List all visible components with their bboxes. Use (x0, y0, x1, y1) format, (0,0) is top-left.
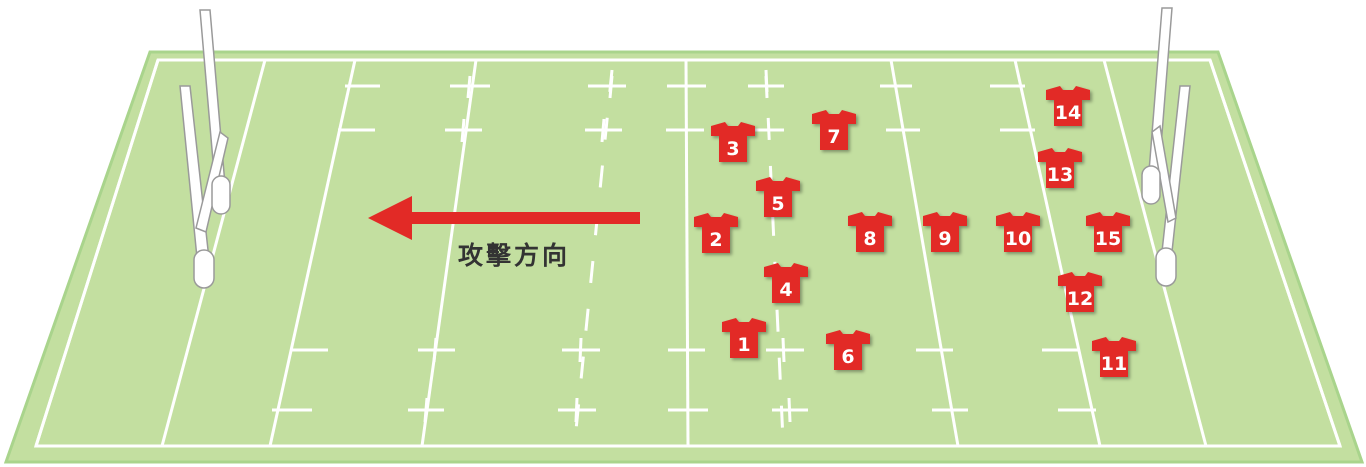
attack-direction-caption: 攻擊方向 (458, 241, 570, 270)
jersey-number: 11 (1101, 353, 1127, 375)
jersey-shape (812, 110, 856, 150)
player-jersey-6: 6 (826, 330, 870, 370)
player-jersey-10: 10 (996, 212, 1040, 252)
jersey-number: 5 (771, 193, 784, 215)
line-22-left (268, 59, 357, 447)
player-jersey-9: 9 (923, 212, 967, 252)
jersey-shape (756, 177, 800, 217)
dead-ball-line-right (1208, 59, 1342, 447)
halfway-line (684, 59, 690, 447)
jersey-number: 14 (1055, 102, 1081, 124)
jersey-shape (711, 122, 755, 162)
jersey-number: 10 (1005, 228, 1031, 250)
jersey-shape (722, 318, 766, 358)
hash-mark (764, 75, 769, 99)
jersey-shape (826, 330, 870, 370)
jersey-number: 12 (1067, 288, 1093, 310)
dashed-line-center (764, 69, 785, 441)
jersey-number: 7 (827, 126, 840, 148)
jersey-number: 4 (779, 279, 792, 301)
player-jersey-1: 1 (722, 318, 766, 358)
hash-mark (608, 75, 614, 99)
player-jersey-12: 12 (1058, 272, 1102, 312)
jersey-number: 1 (737, 334, 750, 356)
jersey-number: 9 (938, 228, 951, 250)
goal-posts-right (1141, 7, 1191, 287)
jersey-shape (694, 213, 738, 253)
dashed-lines (573, 69, 785, 441)
player-jersey-7: 7 (812, 110, 856, 150)
line-22-right (1013, 59, 1102, 447)
player-jersey-5: 5 (756, 177, 800, 217)
player-jersey-4: 4 (764, 263, 808, 303)
player-jersey-11: 11 (1092, 337, 1136, 377)
dead-ball-line-left (34, 59, 160, 447)
jersey-shape (1046, 86, 1090, 126)
player-jersey-13: 13 (1038, 148, 1082, 188)
jersey-number: 15 (1095, 228, 1121, 250)
jersey-shape (764, 263, 808, 303)
player-jersey-14: 14 (1046, 86, 1090, 126)
hash-mark (432, 337, 438, 363)
jersey-shape (1086, 212, 1130, 252)
jersey-shape (923, 212, 967, 252)
hash-mark (781, 337, 786, 363)
goal-posts-left (179, 9, 231, 289)
dashed-line-left (573, 69, 614, 441)
jersey-shape (1038, 148, 1082, 188)
hash-mark (787, 397, 792, 423)
field-lines (33, 58, 1343, 448)
jersey-number: 8 (863, 228, 876, 250)
hash-mark (423, 397, 429, 423)
jersey-number: 3 (726, 138, 739, 160)
jersey-shape (996, 212, 1040, 252)
hash-mark (460, 118, 466, 143)
jersey-number: 2 (709, 229, 722, 251)
hash-mark (578, 337, 583, 363)
try-line-right (1102, 59, 1208, 447)
jersey-shape (1092, 337, 1136, 377)
jersey-number: 13 (1047, 164, 1073, 186)
try-line-left (160, 59, 267, 447)
line-10-left (420, 59, 478, 447)
jersey-shape (848, 212, 892, 252)
hash-marks (272, 75, 1096, 423)
field-surface (3, 50, 1365, 464)
attack-direction-arrow (368, 196, 640, 240)
player-jersey-3: 3 (711, 122, 755, 162)
player-jersey-2: 2 (694, 213, 738, 253)
line-10-right (889, 59, 960, 447)
jersey-shape (1058, 272, 1102, 312)
hash-mark (600, 118, 606, 143)
player-jersey-15: 15 (1086, 212, 1130, 252)
jersey-number: 6 (841, 346, 854, 368)
hash-mark (466, 75, 472, 99)
hash-mark (574, 397, 579, 423)
player-jersey-8: 8 (848, 212, 892, 252)
